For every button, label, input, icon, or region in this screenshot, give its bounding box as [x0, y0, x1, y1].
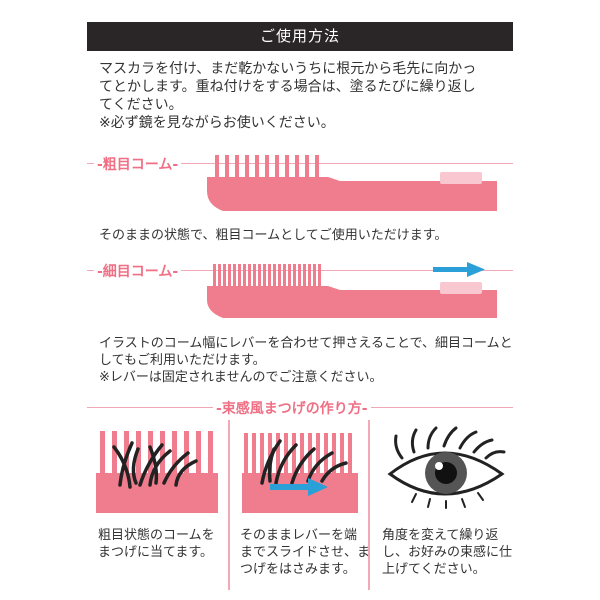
section-header: ご使用方法 — [87, 22, 513, 51]
intro-line: てください。 — [99, 97, 183, 113]
fine-caption-line: ※レバーは固定されませんのでご注意ください。 — [99, 370, 383, 385]
fine-comb-label: -細目コーム- — [94, 261, 182, 281]
coarse-rule — [87, 163, 513, 164]
upper-lashes — [394, 426, 506, 460]
step-divider — [228, 420, 230, 590]
step2-line: までスライドさせ、ま — [240, 545, 371, 560]
step1-lashes — [112, 441, 198, 489]
step2-lashes — [260, 439, 348, 485]
step2-line: そのままレバーを端 — [240, 528, 358, 543]
fine-comb-teeth — [213, 264, 321, 286]
fine-comb-body — [207, 286, 497, 318]
step1-illustration — [96, 431, 218, 513]
fine-caption-line: してもご利用いただけます。 — [99, 353, 266, 368]
fine-comb-caption: イラストのコーム幅にレバーを合わせて押さえることで、細目コームと してもご利用い… — [99, 335, 513, 386]
arrow-right-icon — [270, 478, 328, 496]
coarse-comb-lever — [440, 172, 482, 184]
step2-text: そのままレバーを端 までスライドさせ、ま つげをはさみます。 — [240, 527, 370, 578]
coarse-comb-label: -粗目コーム- — [94, 154, 182, 174]
coarse-comb-caption: そのままの状態で、粗目コームとしてご使用いただけます。 — [99, 228, 448, 243]
coarse-comb-body — [207, 177, 497, 211]
step1-line: まつげに当てます。 — [98, 545, 214, 560]
fine-comb-lever — [440, 282, 482, 294]
intro-line: マスカラを付け、まだ乾かないうちに根元から毛先に向かっ — [99, 61, 477, 77]
coarse-comb-teeth — [215, 155, 319, 177]
intro-line: ※必ず鏡を見ながらお使いください。 — [99, 115, 335, 131]
lower-lashes — [411, 492, 484, 509]
coarse-comb-illustration — [207, 155, 497, 211]
eye-highlight — [435, 462, 443, 470]
step3-text: 角度を変えて繰り返 し、お好みの束感に仕 上げてください。 — [382, 527, 512, 578]
step3-eye-illustration — [387, 426, 506, 509]
bundle-label: -束感風まつげの作り方- — [213, 398, 371, 418]
intro-text: マスカラを付け、まだ乾かないうちに根元から毛先に向かっ てとかします。重ね付けを… — [99, 60, 519, 132]
fine-caption-line: イラストのコーム幅にレバーを合わせて押さえることで、細目コームと — [99, 336, 513, 351]
step1-text: 粗目状態のコームを まつげに当てます。 — [98, 527, 215, 561]
step2-illustration — [242, 433, 358, 513]
step2-comb-body — [242, 473, 358, 513]
arrow-right-icon — [433, 262, 485, 277]
step2-line: つげをはさみます。 — [240, 562, 356, 577]
step3-line: 上げてください。 — [382, 562, 486, 577]
step3-line: し、お好みの束感に仕 — [382, 545, 513, 560]
fine-comb-illustration — [207, 262, 497, 318]
step1-line: 粗目状態のコームを — [98, 528, 215, 543]
step3-line: 角度を変えて繰り返 — [382, 528, 499, 543]
step-divider — [368, 420, 370, 590]
intro-line: てとかします。重ね付けをする場合は、塗るたびに繰り返し — [99, 79, 476, 95]
